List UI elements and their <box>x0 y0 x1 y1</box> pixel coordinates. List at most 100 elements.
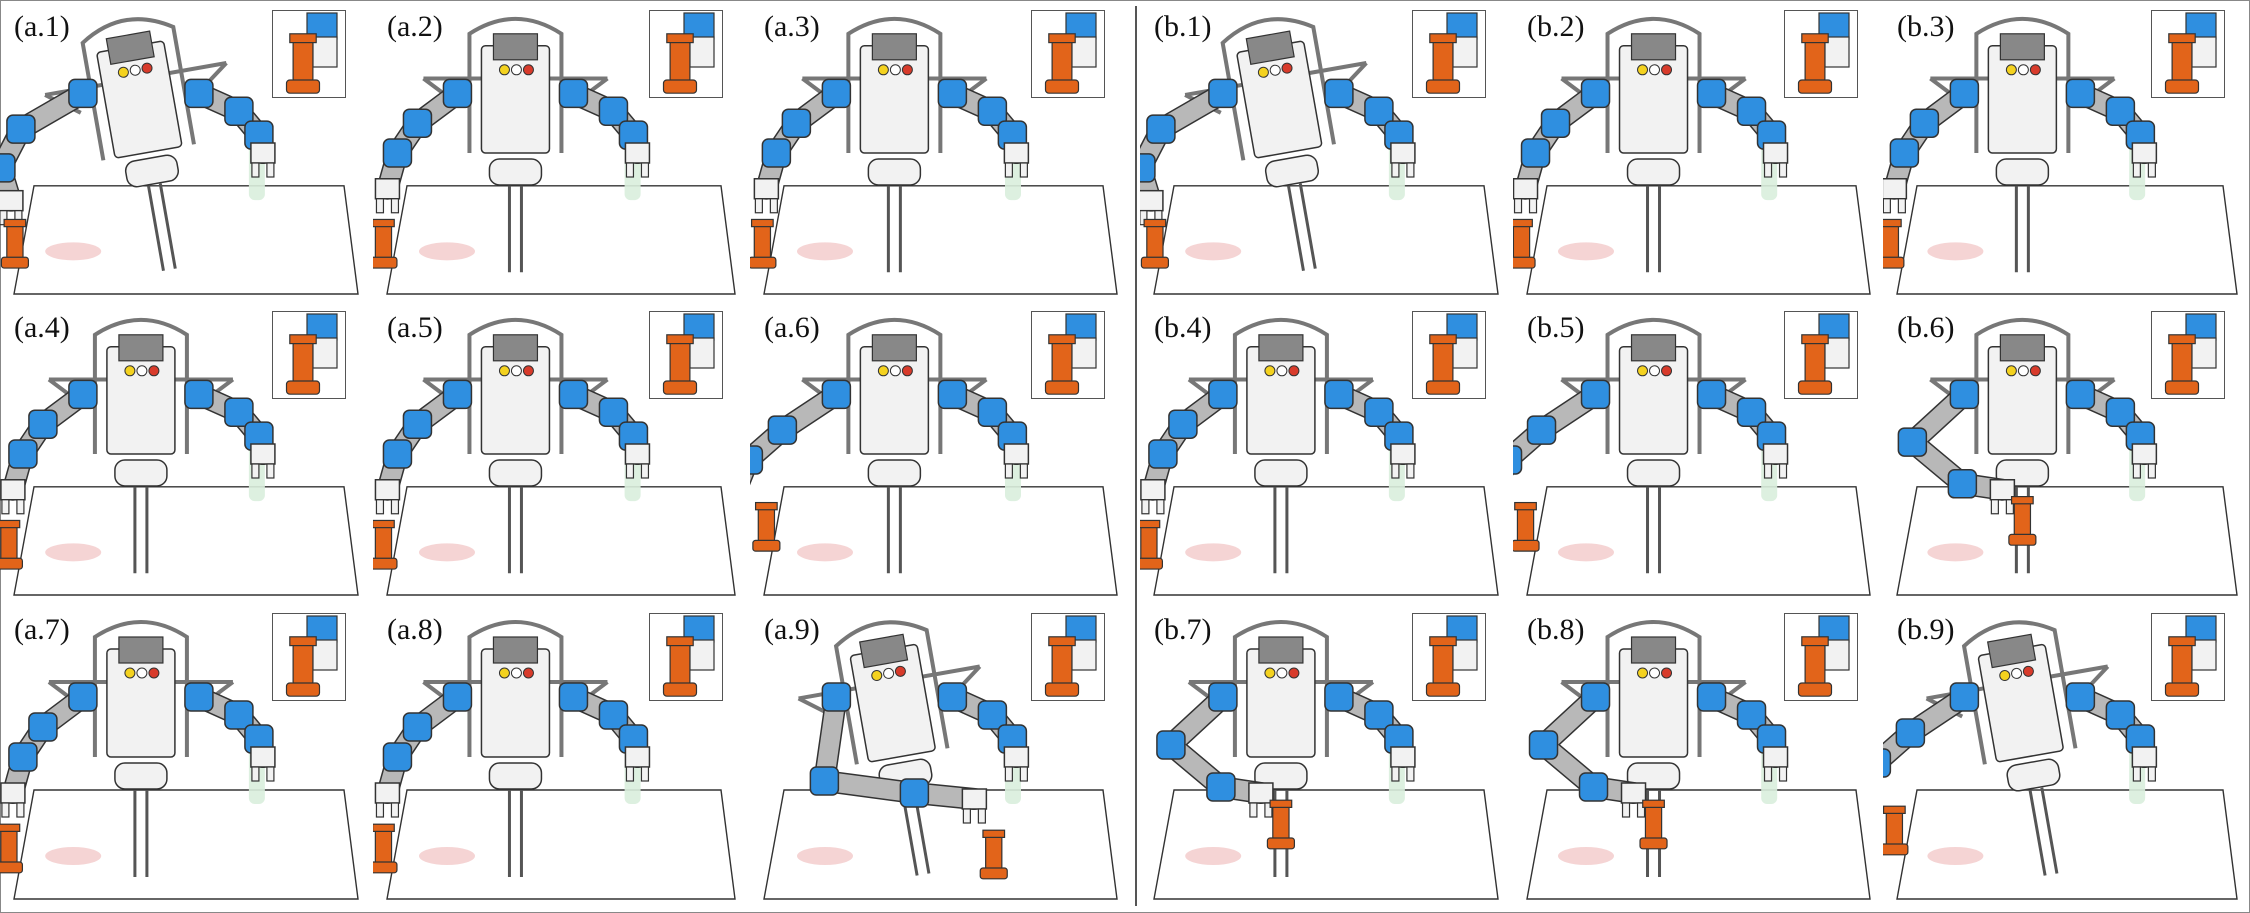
closeup-inset <box>649 10 723 98</box>
closeup-gripper <box>1071 337 1097 369</box>
left-arm <box>1883 78 1980 214</box>
orange-object <box>750 218 777 269</box>
table <box>13 789 359 900</box>
gripper-icon <box>1003 443 1030 479</box>
right-arm <box>1696 379 1789 479</box>
gripper-icon <box>1003 746 1030 782</box>
closeup-inset <box>1412 613 1486 701</box>
closeup-gripper <box>1452 337 1478 369</box>
closeup-image <box>662 615 715 697</box>
robot-scene <box>0 17 359 295</box>
closeup-gripper <box>1824 36 1850 68</box>
orange-object <box>1513 218 1536 269</box>
orange-object <box>0 519 24 570</box>
panel-label: (b.6) <box>1897 311 1955 344</box>
closeup-image <box>1425 615 1478 697</box>
gripper-icon <box>1989 479 2016 515</box>
robot-scene <box>1140 17 1499 295</box>
panel-label: (b.4) <box>1154 311 1212 344</box>
closeup-inset <box>649 311 723 399</box>
panel-a3: (a.3) <box>750 4 1125 302</box>
shadow-mark <box>1927 242 1984 261</box>
gripper-icon <box>1390 142 1416 178</box>
right-arm <box>937 379 1030 479</box>
panel-label: (a.3) <box>764 10 820 43</box>
left-arm <box>0 682 98 818</box>
right-arm <box>937 682 1030 782</box>
robot-body <box>1929 17 2116 273</box>
closeup-object <box>1044 334 1080 395</box>
gripper-icon <box>1003 142 1030 178</box>
robot-scene <box>1513 318 1871 596</box>
gripper-icon <box>0 782 26 818</box>
closeup-image <box>285 615 338 697</box>
right-arm <box>184 78 276 178</box>
panel-label: (a.6) <box>764 311 820 344</box>
closeup-inset <box>2151 311 2225 399</box>
panel-label: (b.1) <box>1154 10 1212 43</box>
robot-scene <box>750 318 1118 596</box>
right-arm <box>184 682 276 782</box>
panel-label: (b.3) <box>1897 10 1955 43</box>
robot-scene <box>763 620 1118 900</box>
robot-body <box>1187 318 1375 574</box>
gripper-icon <box>624 443 651 479</box>
orange-object <box>1266 799 1296 850</box>
closeup-gripper <box>689 337 715 369</box>
closeup-image <box>1797 615 1850 697</box>
left-arm <box>374 379 473 515</box>
closeup-image <box>1044 12 1097 94</box>
gripper-icon <box>624 746 651 782</box>
shadow-mark <box>45 543 102 562</box>
closeup-image <box>2164 12 2217 94</box>
robot-body <box>801 17 988 273</box>
closeup-object <box>1797 636 1833 697</box>
orange-object <box>0 823 24 874</box>
left-arm <box>0 78 98 226</box>
left-arm <box>809 682 988 824</box>
gripper-icon <box>961 788 988 824</box>
closeup-image <box>662 313 715 395</box>
table <box>1896 486 2238 596</box>
gripper-icon <box>1390 443 1416 479</box>
table <box>1153 789 1499 900</box>
closeup-inset <box>1031 613 1105 701</box>
gripper-icon <box>0 479 26 515</box>
left-arm <box>1528 682 1647 818</box>
panel-b7: (b.7) <box>1140 607 1506 907</box>
closeup-image <box>1425 12 1478 94</box>
panel-label: (a.8) <box>387 613 443 646</box>
robot-body <box>1925 620 2110 876</box>
shadow-mark <box>419 847 475 865</box>
robot-scene <box>1883 620 2238 900</box>
gripper-icon <box>250 746 276 782</box>
panel-a6: (a.6) <box>750 305 1125 603</box>
closeup-inset <box>649 613 723 701</box>
panel-label: (b.8) <box>1527 613 1585 646</box>
panel-b3: (b.3) <box>1883 4 2245 302</box>
panel-b1: (b.1) <box>1140 4 1506 302</box>
gripper-icon <box>1762 443 1789 479</box>
panel-a8: (a.8) <box>373 607 743 907</box>
closeup-image <box>2164 313 2217 395</box>
orange-object <box>979 829 1008 880</box>
panel-label: (a.7) <box>14 613 70 646</box>
right-arm <box>937 78 1030 178</box>
shadow-mark <box>1185 242 1242 261</box>
section-divider <box>1135 6 1137 906</box>
closeup-inset <box>2151 10 2225 98</box>
orange-object <box>1140 218 1170 269</box>
panel-a4: (a.4) <box>0 305 366 603</box>
orange-object <box>373 519 398 570</box>
closeup-gripper <box>1824 337 1850 369</box>
gripper-icon <box>1620 782 1647 818</box>
panel-b8: (b.8) <box>1513 607 1878 907</box>
gripper-icon <box>753 178 780 214</box>
left-arm <box>0 379 98 515</box>
robot-body <box>422 17 609 273</box>
table <box>13 486 359 596</box>
orange-object <box>1140 519 1164 570</box>
right-arm <box>2065 379 2158 479</box>
panel-label: (b.9) <box>1897 613 1955 646</box>
right-arm <box>1324 379 1416 479</box>
